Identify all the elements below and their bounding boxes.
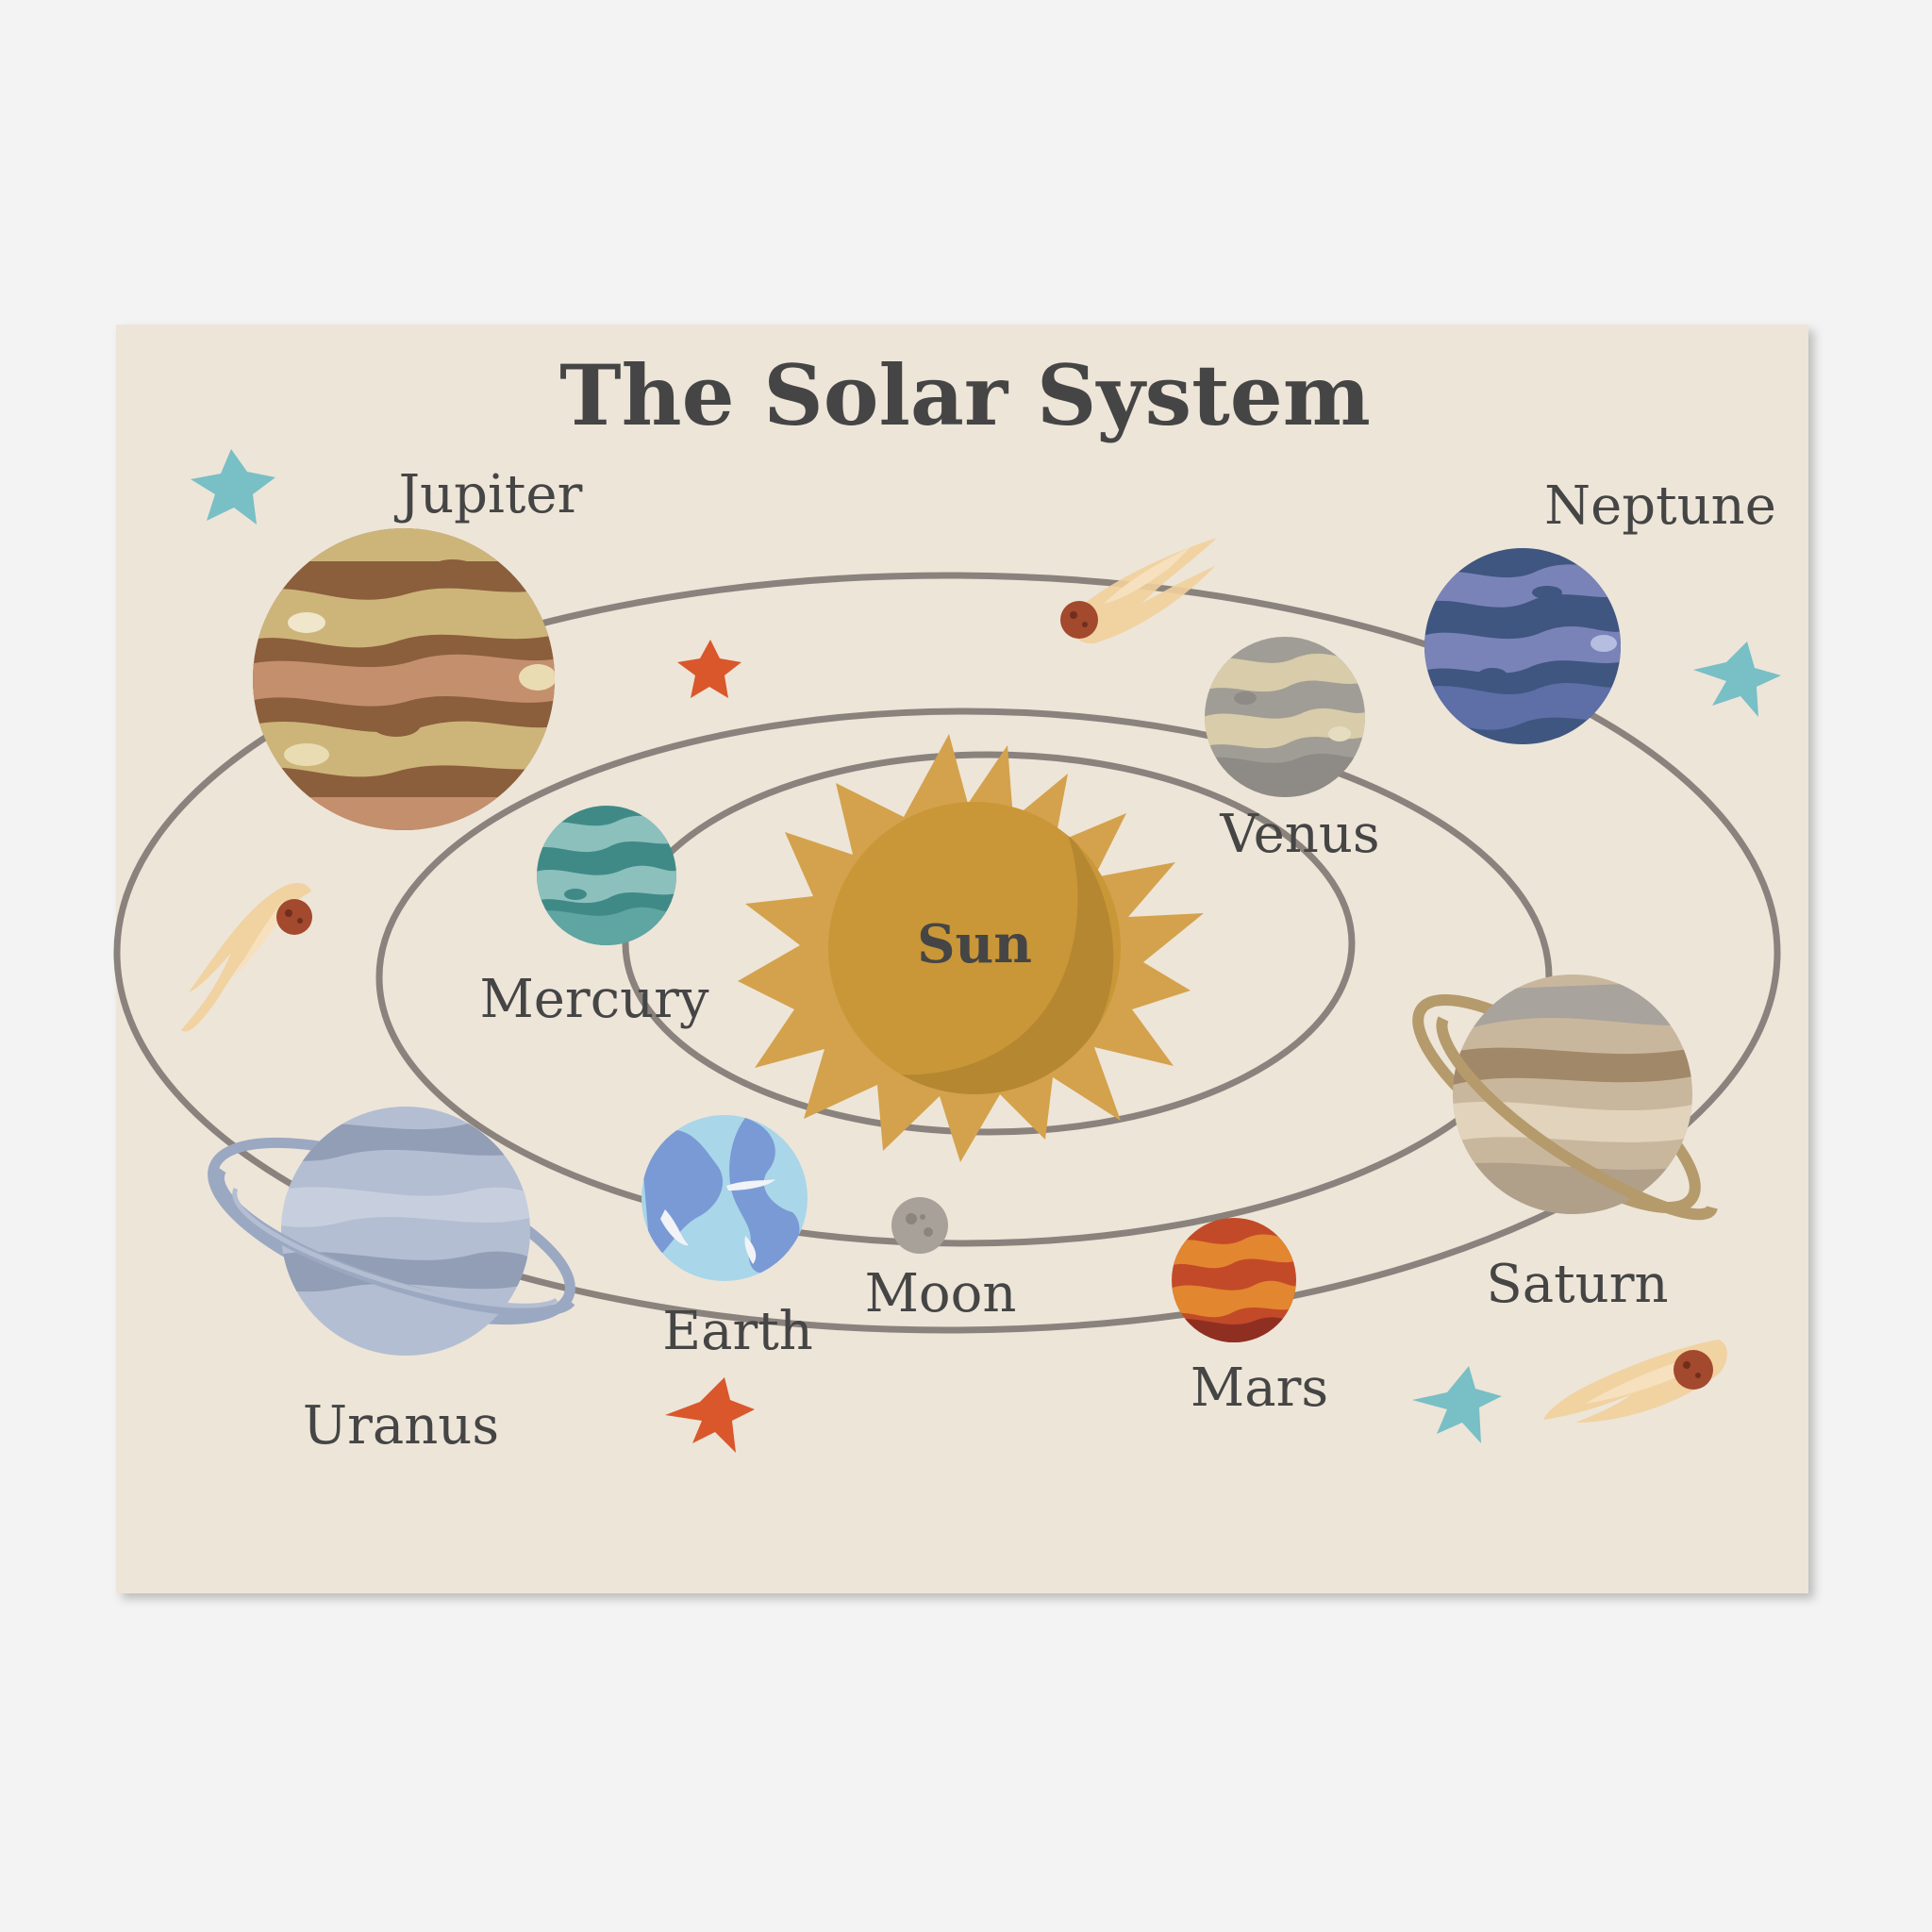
orbit-outer: [113, 572, 1781, 1334]
comet-icon: [181, 882, 312, 1032]
star-icon: [191, 449, 275, 525]
uranus-planet: [208, 1107, 575, 1356]
star-icon: [665, 1377, 755, 1453]
star-icon: [1412, 1366, 1502, 1443]
earth-planet: [641, 1115, 808, 1281]
label-mercury: Mercury: [479, 969, 708, 1030]
label-uranus: Uranus: [303, 1395, 499, 1457]
star-icon: [1412, 1366, 1502, 1443]
mars-planet: [1172, 1218, 1296, 1342]
sun-icon: [738, 734, 1204, 1162]
star-icon: [1693, 641, 1781, 717]
star-icon: [677, 640, 741, 698]
label-neptune: Neptune: [1544, 475, 1776, 537]
label-sun: Sun: [917, 913, 1032, 975]
star-icon: [665, 1377, 755, 1453]
label-mars: Mars: [1191, 1357, 1328, 1419]
label-saturn: Saturn: [1486, 1254, 1668, 1315]
star-icon: [677, 640, 741, 698]
label-earth: Earth: [662, 1301, 813, 1362]
orbit-inner: [622, 751, 1356, 1136]
comet-icon: [1060, 538, 1217, 644]
neptune-planet: [1424, 548, 1621, 744]
label-venus: Venus: [1219, 804, 1379, 865]
label-moon: Moon: [865, 1263, 1017, 1324]
comet-icon: [1543, 1340, 1727, 1423]
page-title: The Solar System: [559, 346, 1371, 444]
orbits: [113, 572, 1781, 1334]
moon-planet: [891, 1197, 948, 1254]
star-icon: [1693, 641, 1781, 717]
label-jupiter: Jupiter: [394, 464, 583, 525]
star-icon: [191, 449, 275, 525]
